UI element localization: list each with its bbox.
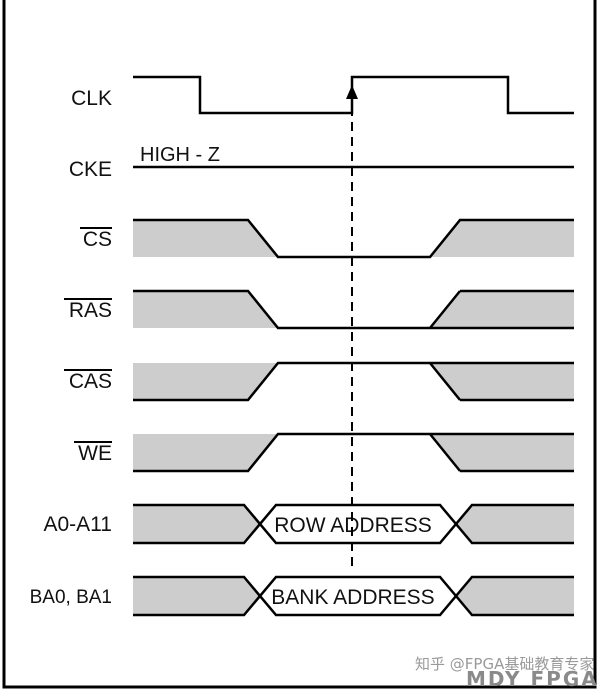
ras-waveform: [133, 289, 574, 330]
watermark-brand: MDY FPGA: [466, 667, 599, 689]
cas-waveform: [133, 361, 574, 402]
ras-label: RAS: [69, 299, 112, 322]
cke-label: CKE: [69, 158, 112, 181]
watermark-text: 知乎 @FPGA基础教育专家: [415, 655, 594, 673]
row-address-value: ROW ADDRESS: [274, 514, 432, 537]
bank-bus-waveform: [133, 575, 574, 617]
cs-label: CS: [83, 228, 112, 251]
cas-label: CAS: [69, 370, 112, 393]
addr-label: A0-A11: [44, 513, 113, 536]
addr-bus-waveform: [133, 503, 574, 545]
we-waveform: [133, 432, 574, 473]
cs-waveform: [133, 218, 574, 259]
clk-label: CLK: [71, 87, 112, 110]
bank-label: BA0, BA1: [30, 587, 112, 608]
bank-address-value: BANK ADDRESS: [271, 586, 434, 609]
we-label: WE: [78, 442, 112, 465]
cke-note: HIGH - Z: [140, 144, 220, 166]
